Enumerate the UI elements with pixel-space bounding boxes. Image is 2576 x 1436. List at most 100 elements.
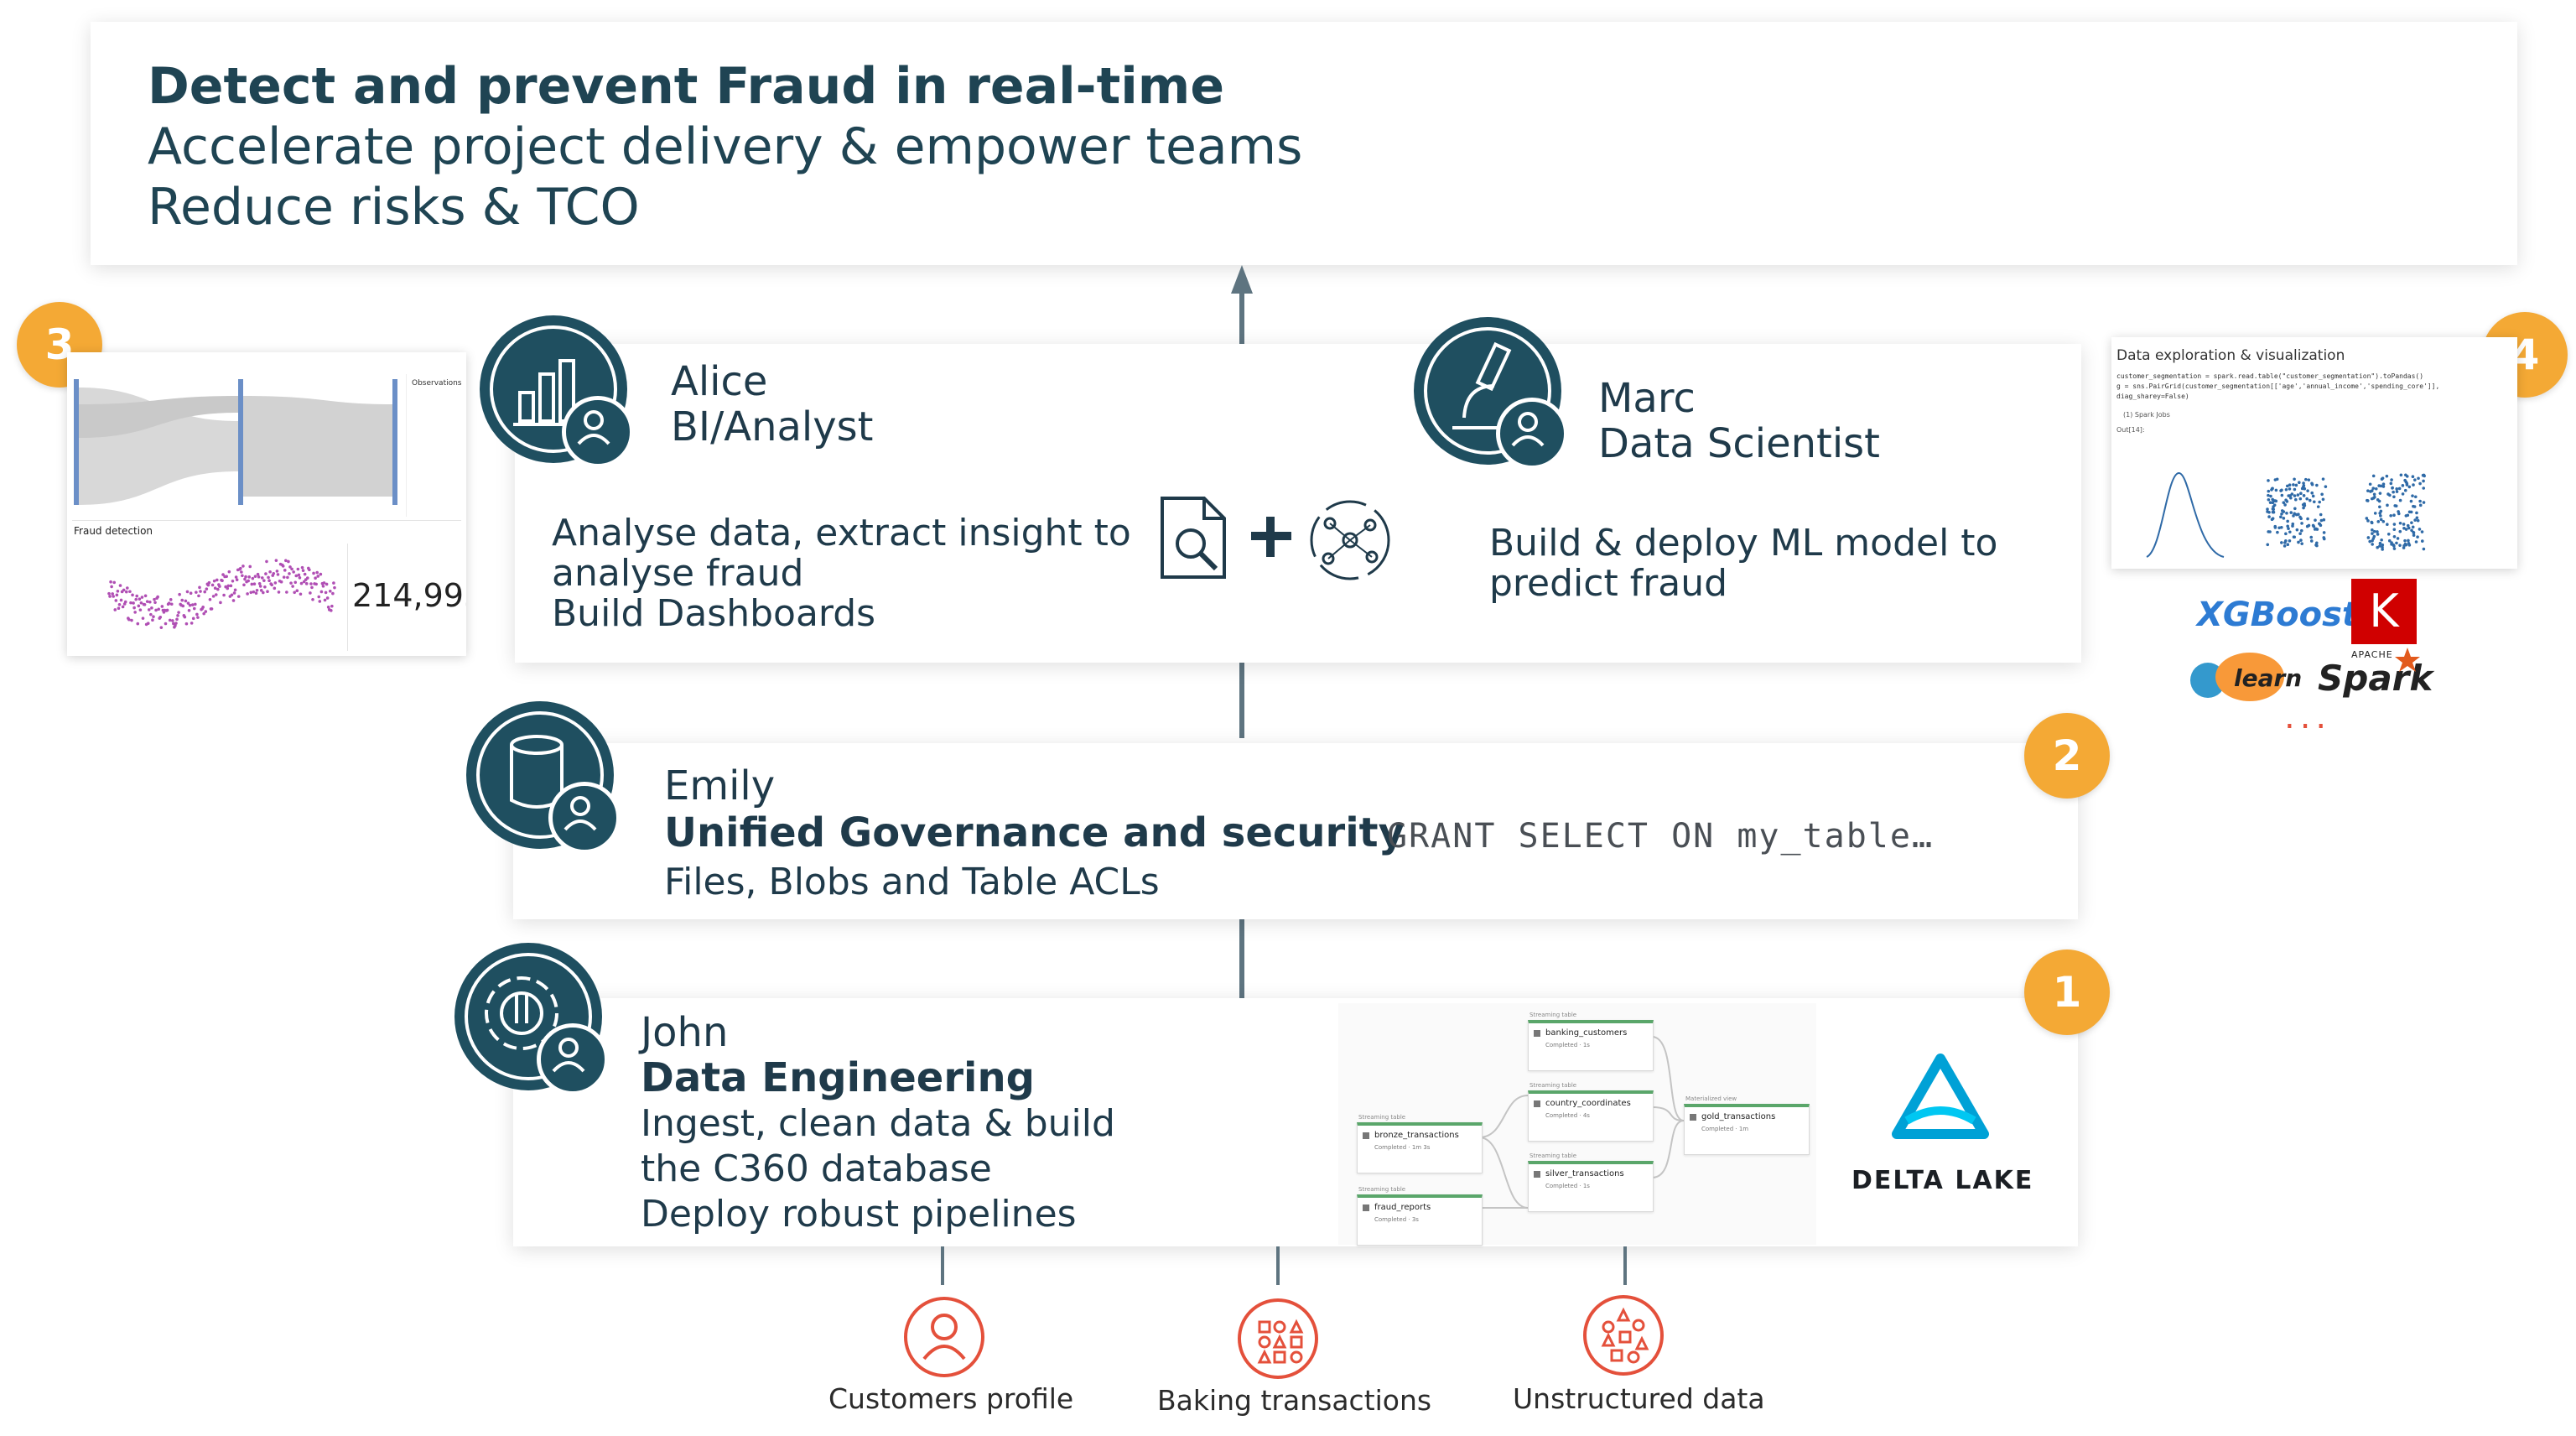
scatter-point: [2411, 494, 2414, 497]
scatter-point: [184, 600, 188, 603]
scatter-point: [2378, 505, 2381, 508]
scatter-point: [270, 584, 273, 587]
marc-role: Data Scientist: [1598, 421, 1880, 466]
scatter-point: [117, 606, 121, 610]
scatter-point: [2303, 504, 2307, 507]
scatter-point: [210, 607, 214, 611]
scatter-point: [186, 591, 190, 594]
scatter-point: [293, 580, 297, 584]
scatter-point: [2419, 504, 2423, 507]
scatter-point: [2309, 499, 2312, 502]
goal-line-2: Accelerate project delivery & empower te…: [148, 116, 1302, 178]
scatter-point: [263, 585, 267, 589]
scatter-point: [320, 591, 324, 594]
scatter-point: [2286, 520, 2289, 523]
scatter-point: [153, 601, 157, 604]
dag-node-status: Completed · 1s: [1545, 1042, 1590, 1048]
scatter-point: [2369, 490, 2372, 493]
scatter-point: [2392, 544, 2395, 547]
scatter-point: [2280, 489, 2283, 492]
scatter-point: [2399, 499, 2402, 502]
scatter-point: [158, 616, 162, 619]
pipeline-dag: Streaming table bronze_transactionsCompl…: [1338, 1003, 1816, 1245]
notebook-code-1: customer_segmentation = spark.read.table…: [2116, 372, 2423, 380]
scatter-point: [2402, 492, 2405, 496]
scatter-point: [2371, 543, 2374, 546]
john-desc-1: Ingest, clean data & build: [641, 1104, 1115, 1144]
scatter-point: [2291, 524, 2294, 528]
more-libraries-ellipsis: ...: [2284, 698, 2331, 736]
scatter-point: [2371, 539, 2374, 543]
scatter-point: [2315, 528, 2319, 531]
spark-star-icon: [2393, 646, 2422, 674]
scatter-point: [2413, 518, 2417, 522]
dag-node-status: Completed · 3s: [1374, 1216, 1419, 1223]
scatter-point: [237, 595, 241, 598]
scatter-point: [2299, 517, 2303, 520]
john-role: Data Engineering: [641, 1055, 1035, 1100]
scatter-point: [302, 569, 305, 572]
scatter-point: [2318, 501, 2321, 504]
scatter-point: [203, 591, 206, 594]
scatter-point: [2318, 522, 2321, 525]
scatter-point: [2399, 522, 2402, 525]
scatter-point: [2267, 490, 2270, 493]
scatter-point: [319, 573, 323, 576]
scatter-point: [2405, 514, 2408, 518]
scatter-point: [275, 559, 278, 562]
source-label-customers: Customers profile: [828, 1382, 1063, 1415]
scatter-point: [248, 565, 252, 569]
scatter-point: [110, 585, 113, 589]
scatter-point: [197, 595, 200, 598]
scatter-point: [174, 622, 178, 625]
scatter-point: [332, 581, 335, 585]
scatter-point: [289, 581, 293, 585]
scatter-point: [2299, 492, 2303, 495]
scatter-point: [126, 586, 129, 590]
scatter-point: [221, 579, 224, 582]
scatter-point: [204, 610, 207, 613]
scatter-point: [2381, 548, 2384, 551]
scatter-point: [297, 568, 300, 571]
network-icon: [1305, 495, 1395, 585]
scatter-point: [211, 584, 215, 587]
scatter-point: [2293, 477, 2296, 481]
notebook-code-2: g = sns.PairGrid(customer_segmentation[[…: [2116, 382, 2439, 390]
notebook-title: Data exploration & visualization: [2116, 347, 2345, 364]
scatter-point: [115, 599, 118, 602]
fraud-detection-title: Fraud detection: [74, 525, 153, 537]
scatter-point: [2376, 520, 2380, 523]
scatter-point: [2376, 533, 2380, 536]
scatter-point: [2310, 492, 2314, 495]
scatter-point: [146, 600, 149, 603]
connector-2: [1239, 919, 1244, 998]
scatter-point: [144, 594, 148, 597]
scatter-point: [2293, 535, 2296, 538]
scatter-point: [138, 597, 142, 601]
scatter-point: [232, 599, 236, 602]
grant-code: GRANT SELECT ON my_table…: [1387, 817, 1934, 856]
scatter-point: [259, 585, 262, 588]
john-name: John: [641, 1010, 728, 1055]
pair-scatter-2: [2355, 466, 2438, 559]
keras-logo-icon: K: [2351, 579, 2417, 644]
scatter-point: [252, 577, 255, 580]
emily-desc-1: Files, Blobs and Table ACLs: [664, 862, 1160, 903]
scatter-point: [2280, 526, 2283, 529]
scatter-point: [2320, 493, 2324, 497]
scatter-point: [2423, 501, 2426, 504]
scatter-point: [107, 592, 111, 596]
scatter-point: [319, 600, 322, 603]
scatter-point: [2414, 496, 2418, 499]
source-connector-1: [941, 1246, 944, 1285]
goals-banner: Detect and prevent Fraud in real-time Ac…: [91, 22, 2517, 265]
scatter-point: [325, 591, 328, 595]
scatter-point: [2297, 541, 2300, 544]
scatter-point: [185, 622, 189, 626]
